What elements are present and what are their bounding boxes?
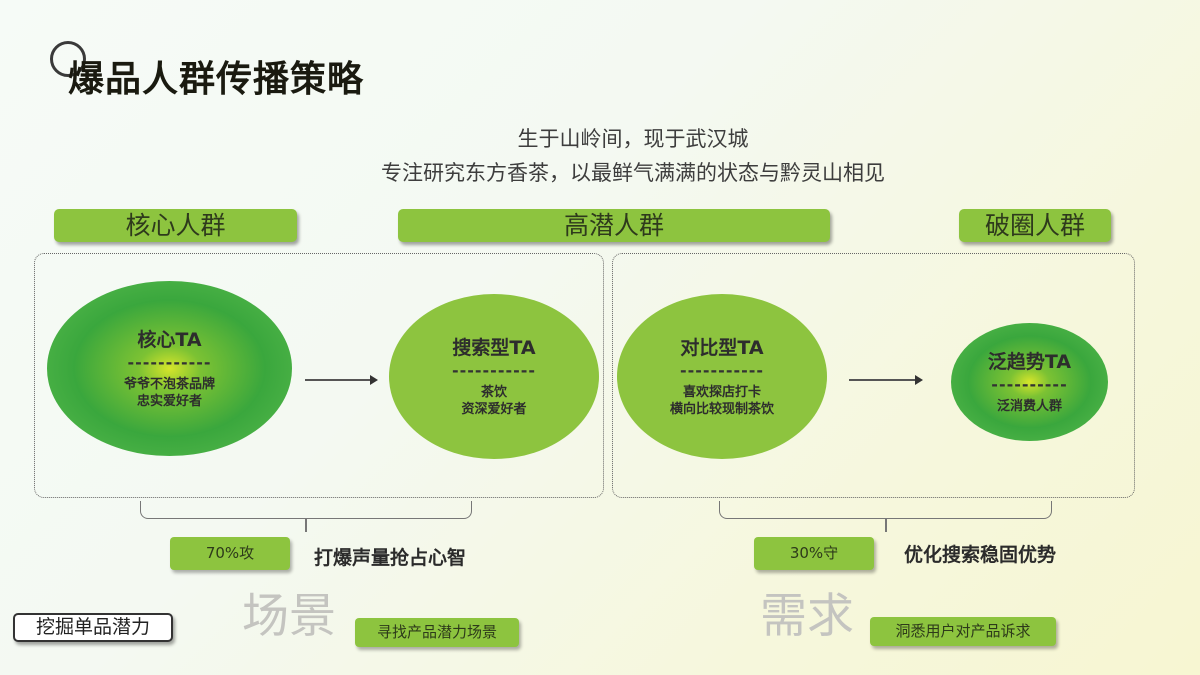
audience-title: 泛趋势TA (987, 350, 1072, 373)
defend-strategy-text: 优化搜索稳固优势 (904, 544, 1057, 566)
audience-desc-line: 喜欢探店打卡 (682, 384, 761, 400)
arrow-right-icon (305, 375, 378, 385)
audience-compare-ta: 对比型TA ----------- 喜欢探店打卡 横向比较现制茶饮 (617, 294, 827, 459)
title-ring-icon (50, 41, 86, 77)
attack-strategy-text: 打爆声量抢占心智 (314, 547, 467, 569)
audience-divider: ---------- (991, 374, 1068, 394)
attack-group-box (34, 253, 604, 498)
keyword-scene: 场景 (242, 589, 336, 644)
page-title: 爆品人群传播策略 (68, 59, 365, 100)
audience-desc-line: 爷爷不泡茶品牌 (123, 376, 215, 392)
brace-defend-tip (885, 518, 887, 532)
audience-trend-ta: 泛趋势TA ---------- 泛消费人群 (951, 323, 1108, 441)
audience-search-ta: 搜索型TA ----------- 茶饮 资深爱好者 (389, 294, 599, 459)
audience-divider: ----------- (127, 352, 212, 372)
audience-divider: ----------- (679, 360, 765, 380)
defend-ratio-badge: 30%守 (754, 537, 874, 570)
audience-title: 核心TA (137, 328, 202, 351)
audience-divider: ----------- (451, 360, 537, 380)
tier-core: 核心人群 (54, 209, 297, 242)
audience-title: 对比型TA (680, 336, 764, 359)
tier-breakout: 破圈人群 (959, 209, 1111, 242)
audience-desc-line: 资深爱好者 (461, 401, 527, 417)
audience-desc-line: 泛消费人群 (996, 398, 1062, 414)
defend-group-box (612, 253, 1135, 498)
arrow-right-icon (849, 375, 923, 385)
audience-title: 搜索型TA (452, 336, 536, 359)
demand-note: 洞悉用户对产品诉求 (870, 617, 1056, 646)
keyword-demand: 需求 (760, 589, 854, 644)
scene-note: 寻找产品潜力场景 (355, 618, 519, 647)
audience-desc-line: 横向比较现制茶饮 (669, 401, 774, 417)
brace-attack (140, 501, 472, 519)
subtitle-line-2: 专注研究东方香茶，以最鲜气满满的状态与黔灵山相见 (381, 161, 885, 185)
subtitle-line-1: 生于山岭间，现于武汉城 (517, 127, 749, 151)
tier-high-potential: 高潜人群 (398, 209, 830, 242)
mine-product-potential-label: 挖掘单品潜力 (13, 613, 173, 642)
brace-attack-tip (305, 518, 307, 532)
audience-core-ta: 核心TA ----------- 爷爷不泡茶品牌 忠实爱好者 (47, 281, 292, 456)
brace-defend (719, 501, 1052, 519)
attack-ratio-badge: 70%攻 (170, 537, 290, 570)
audience-desc-line: 忠实爱好者 (136, 393, 202, 409)
audience-desc-line: 茶饮 (480, 384, 507, 400)
